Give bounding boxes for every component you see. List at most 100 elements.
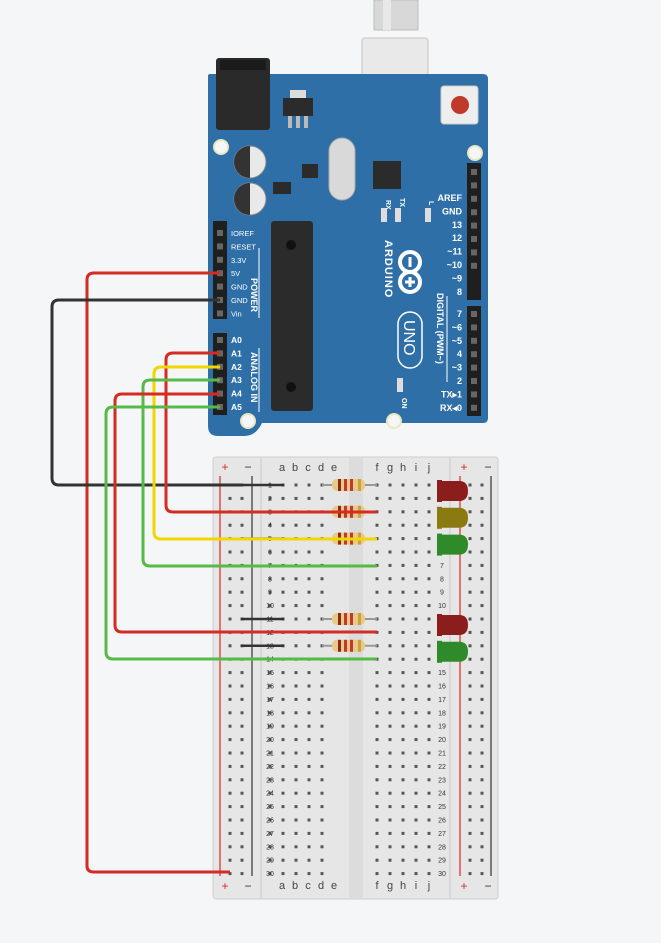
breadboard-hole[interactable] bbox=[401, 791, 405, 795]
rail-hole[interactable] bbox=[240, 778, 244, 782]
rail-hole[interactable] bbox=[468, 724, 472, 728]
breadboard-hole[interactable] bbox=[427, 630, 431, 634]
rail-hole[interactable] bbox=[480, 550, 484, 554]
breadboard-hole[interactable] bbox=[320, 496, 324, 500]
rail-hole[interactable] bbox=[480, 711, 484, 715]
breadboard-hole[interactable] bbox=[375, 751, 379, 755]
breadboard-hole[interactable] bbox=[427, 805, 431, 809]
rail-hole[interactable] bbox=[240, 858, 244, 862]
rail-hole[interactable] bbox=[228, 684, 232, 688]
breadboard-hole[interactable] bbox=[268, 590, 272, 594]
breadboard-hole[interactable] bbox=[268, 858, 272, 862]
breadboard-hole[interactable] bbox=[401, 483, 405, 487]
breadboard-hole[interactable] bbox=[375, 818, 379, 822]
breadboard-hole[interactable] bbox=[320, 738, 324, 742]
breadboard-hole[interactable] bbox=[268, 831, 272, 835]
led[interactable] bbox=[437, 640, 468, 663]
breadboard-hole[interactable] bbox=[401, 858, 405, 862]
rail-hole[interactable] bbox=[480, 590, 484, 594]
breadboard-hole[interactable] bbox=[294, 604, 298, 608]
rail-hole[interactable] bbox=[240, 550, 244, 554]
digital-pin[interactable] bbox=[471, 311, 477, 317]
breadboard-hole[interactable] bbox=[414, 858, 418, 862]
rail-hole[interactable] bbox=[228, 872, 232, 876]
rail-hole[interactable] bbox=[228, 764, 232, 768]
breadboard-hole[interactable] bbox=[281, 590, 285, 594]
rail-hole[interactable] bbox=[228, 738, 232, 742]
rail-hole[interactable] bbox=[480, 537, 484, 541]
breadboard-hole[interactable] bbox=[307, 590, 311, 594]
breadboard-hole[interactable] bbox=[401, 711, 405, 715]
breadboard-hole[interactable] bbox=[401, 764, 405, 768]
rail-hole[interactable] bbox=[240, 697, 244, 701]
breadboard-hole[interactable] bbox=[414, 778, 418, 782]
breadboard-hole[interactable] bbox=[375, 577, 379, 581]
breadboard-hole[interactable] bbox=[414, 831, 418, 835]
breadboard-hole[interactable] bbox=[401, 657, 405, 661]
breadboard-hole[interactable] bbox=[427, 523, 431, 527]
digital-pin[interactable] bbox=[471, 337, 477, 344]
breadboard-hole[interactable] bbox=[375, 550, 379, 554]
rail-hole[interactable] bbox=[480, 818, 484, 822]
rail-hole[interactable] bbox=[228, 523, 232, 527]
breadboard-hole[interactable] bbox=[401, 805, 405, 809]
breadboard-hole[interactable] bbox=[281, 604, 285, 608]
rail-hole[interactable] bbox=[240, 724, 244, 728]
breadboard-hole[interactable] bbox=[281, 523, 285, 527]
breadboard-hole[interactable] bbox=[414, 818, 418, 822]
breadboard-hole[interactable] bbox=[427, 711, 431, 715]
breadboard-hole[interactable] bbox=[307, 604, 311, 608]
breadboard-hole[interactable] bbox=[427, 617, 431, 621]
rail-hole[interactable] bbox=[228, 590, 232, 594]
breadboard-hole[interactable] bbox=[268, 778, 272, 782]
breadboard-hole[interactable] bbox=[388, 751, 392, 755]
rail-hole[interactable] bbox=[480, 671, 484, 675]
breadboard-hole[interactable] bbox=[388, 738, 392, 742]
rail-hole[interactable] bbox=[240, 818, 244, 822]
breadboard-hole[interactable] bbox=[427, 724, 431, 728]
breadboard-hole[interactable] bbox=[375, 831, 379, 835]
digital-pin[interactable] bbox=[471, 391, 477, 398]
rail-hole[interactable] bbox=[240, 577, 244, 581]
breadboard-hole[interactable] bbox=[281, 791, 285, 795]
breadboard-hole[interactable] bbox=[281, 845, 285, 849]
rail-hole[interactable] bbox=[228, 818, 232, 822]
rail-hole[interactable] bbox=[468, 617, 472, 621]
breadboard-hole[interactable] bbox=[427, 563, 431, 567]
breadboard-hole[interactable] bbox=[427, 644, 431, 648]
breadboard-hole[interactable] bbox=[294, 751, 298, 755]
breadboard-hole[interactable] bbox=[294, 845, 298, 849]
breadboard-hole[interactable] bbox=[414, 510, 418, 514]
power-pin[interactable] bbox=[217, 310, 223, 317]
breadboard-hole[interactable] bbox=[320, 764, 324, 768]
rail-hole[interactable] bbox=[228, 697, 232, 701]
breadboard-hole[interactable] bbox=[401, 590, 405, 594]
breadboard-hole[interactable] bbox=[401, 604, 405, 608]
rail-hole[interactable] bbox=[480, 577, 484, 581]
breadboard-hole[interactable] bbox=[320, 831, 324, 835]
breadboard-hole[interactable] bbox=[294, 483, 298, 487]
rail-hole[interactable] bbox=[480, 644, 484, 648]
breadboard-hole[interactable] bbox=[427, 657, 431, 661]
breadboard-hole[interactable] bbox=[427, 738, 431, 742]
rail-hole[interactable] bbox=[228, 671, 232, 675]
breadboard-hole[interactable] bbox=[281, 858, 285, 862]
rail-hole[interactable] bbox=[480, 604, 484, 608]
breadboard-hole[interactable] bbox=[281, 671, 285, 675]
breadboard-hole[interactable] bbox=[388, 805, 392, 809]
digital-pin[interactable] bbox=[471, 324, 477, 331]
digital-pin[interactable] bbox=[471, 182, 477, 189]
breadboard-hole[interactable] bbox=[414, 617, 418, 621]
rail-hole[interactable] bbox=[468, 738, 472, 742]
breadboard-hole[interactable] bbox=[307, 724, 311, 728]
breadboard-hole[interactable] bbox=[427, 684, 431, 688]
breadboard-hole[interactable] bbox=[294, 738, 298, 742]
breadboard-hole[interactable] bbox=[268, 496, 272, 500]
rail-hole[interactable] bbox=[480, 523, 484, 527]
breadboard-hole[interactable] bbox=[427, 791, 431, 795]
digital-pin[interactable] bbox=[471, 262, 477, 269]
breadboard-hole[interactable] bbox=[307, 805, 311, 809]
breadboard-hole[interactable] bbox=[427, 671, 431, 675]
breadboard-hole[interactable] bbox=[268, 764, 272, 768]
rail-hole[interactable] bbox=[480, 510, 484, 514]
